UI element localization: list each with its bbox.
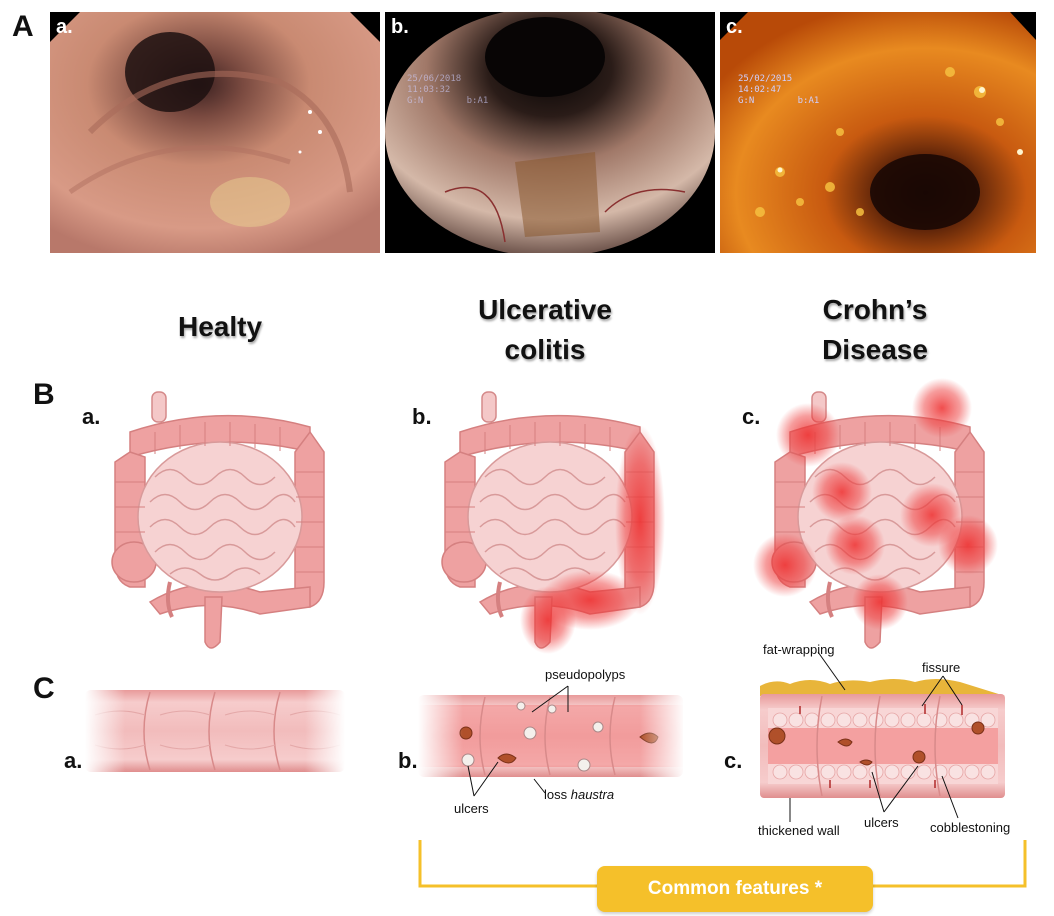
annotation-loss-haustra: loss haustra [544, 787, 614, 802]
annotation-cobblestoning: cobblestoning [930, 820, 1010, 835]
annotation-loss-text: loss [544, 787, 571, 802]
annotation-ulcers-uc: ulcers [454, 801, 489, 816]
annotation-fissure: fissure [922, 660, 960, 675]
section-crohns [760, 679, 1005, 798]
section-uc [418, 693, 685, 779]
common-features-box: Common features * [597, 866, 873, 912]
annotation-pseudopolyps: pseudopolyps [545, 667, 625, 682]
annotation-haustra-text: haustra [571, 787, 614, 802]
annotation-thickened-wall: thickened wall [758, 823, 840, 838]
annotation-fat-wrapping: fat-wrapping [763, 642, 835, 657]
annotation-ulcers-cd: ulcers [864, 815, 899, 830]
section-healthy [85, 688, 345, 774]
